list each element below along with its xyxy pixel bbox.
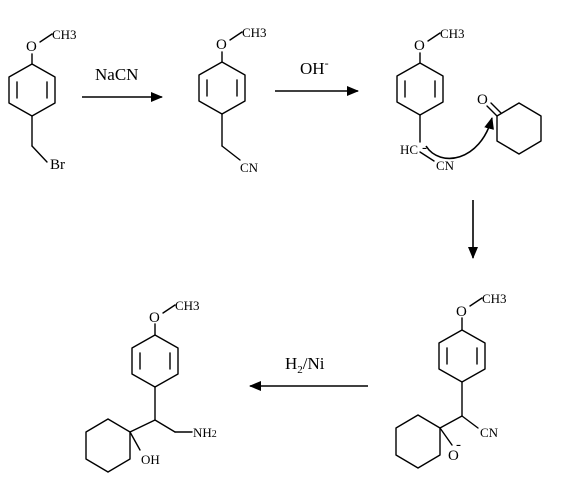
nitrile-label: CN [240, 160, 259, 175]
methyl-label: CH3 [440, 26, 465, 41]
nucleophilic-attack-arrow [425, 117, 494, 160]
molecule-amino-alcohol-product: O CH3 NH2 OH [85, 298, 217, 473]
oxygen-label: O [149, 310, 160, 326]
nitrile-label: CN [436, 158, 455, 173]
molecule-alkoxide-intermediate: O CH3 CN O - [395, 291, 507, 469]
nitrile-label: CN [480, 425, 499, 440]
oxygen-label: O [456, 304, 467, 320]
molecule-carbanion: O CH3 HC - CN [396, 26, 465, 173]
negative-charge: - [422, 140, 427, 156]
reagent-hydrogenation: H2/Ni [285, 354, 325, 376]
methyl-label: CH3 [242, 25, 267, 40]
reagent-nacn: NaCN [95, 65, 138, 84]
alkoxide-oxygen-label: O [448, 448, 459, 464]
methyl-label: CH3 [482, 291, 507, 306]
oxygen-label: O [26, 39, 37, 55]
methyl-label: CH3 [175, 298, 200, 313]
amine-label: NH2 [193, 425, 217, 440]
carbanion-hc-label: HC [400, 142, 418, 157]
molecule-cyclohexanone: O [477, 92, 542, 155]
molecule-methoxybenzyl-bromide: O CH3 Br [8, 27, 77, 173]
molecule-methoxyphenylacetonitrile: O CH3 CN [198, 25, 267, 175]
hydroxyl-label: OH [141, 452, 160, 467]
alkoxide-charge: - [456, 437, 461, 453]
bromine-label: Br [50, 157, 65, 173]
reagent-hydroxide: OH- [300, 56, 329, 78]
ketone-oxygen-label: O [477, 92, 488, 108]
oxygen-label: O [216, 37, 227, 53]
methyl-label: CH3 [52, 27, 77, 42]
oxygen-label: O [414, 38, 425, 54]
